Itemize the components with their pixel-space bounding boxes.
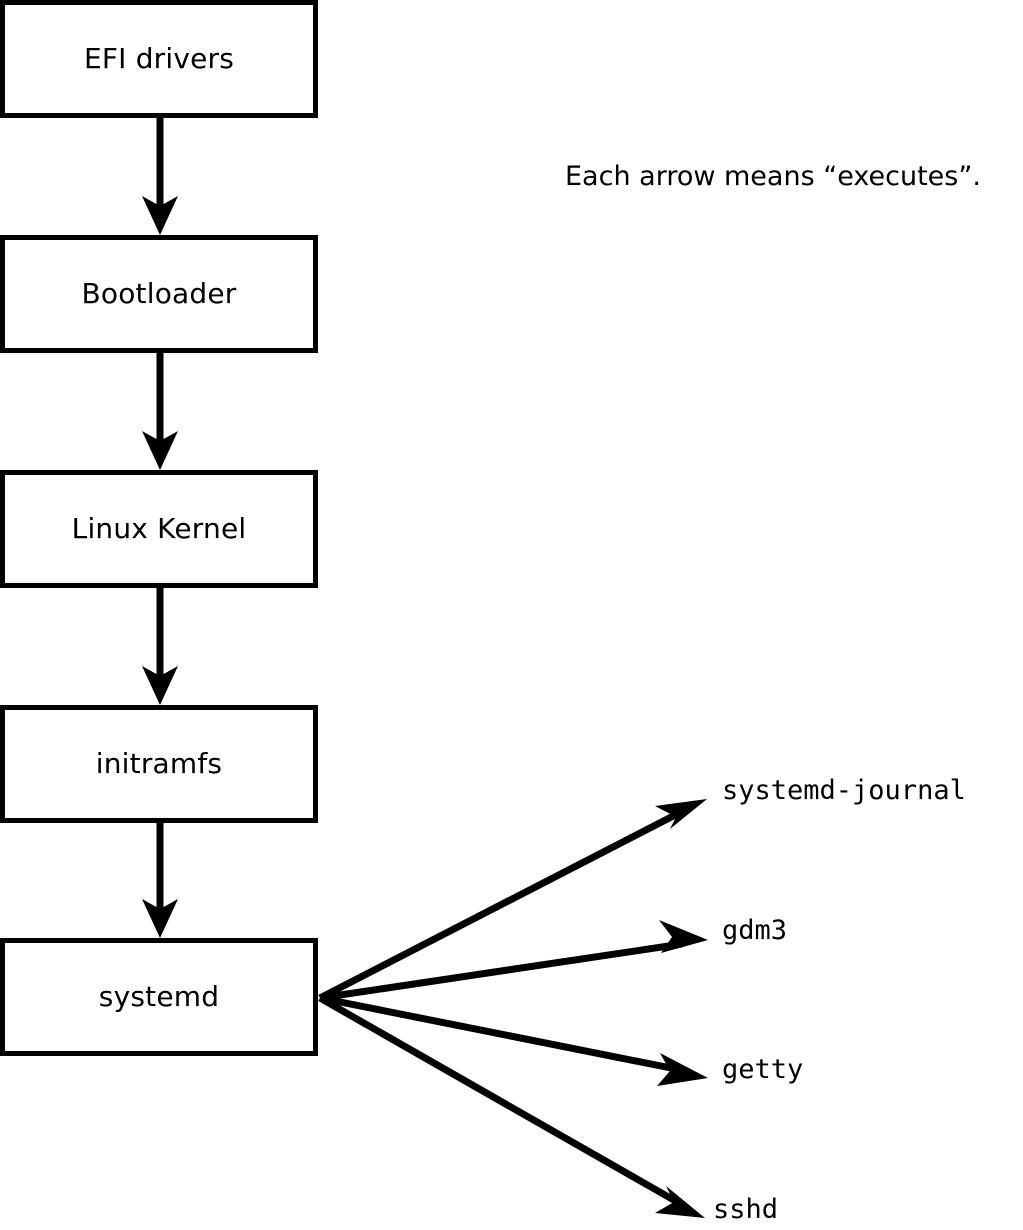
service-label-systemd-journal: systemd-journal (722, 775, 966, 806)
service-label-getty: getty (722, 1054, 804, 1085)
service-label-gdm3: gdm3 (722, 915, 788, 946)
process-box-bootloader: Bootloader (0, 235, 318, 353)
service-arrow-systemd-to-systemd-journal (318, 799, 707, 1002)
process-box-label: systemd (98, 980, 220, 1013)
process-box-label: EFI drivers (83, 42, 235, 75)
chain-arrow-linux-kernel-to-initramfs (142, 588, 178, 705)
service-arrow-systemd-to-getty (319, 994, 708, 1086)
process-box-systemd: systemd (0, 938, 318, 1056)
process-box-initramfs: initramfs (0, 705, 318, 823)
chain-arrow-bootloader-to-linux-kernel (142, 353, 178, 470)
service-arrow-systemd-to-sshd (318, 994, 705, 1218)
service-label-sshd: sshd (713, 1194, 779, 1225)
process-box-label: Linux Kernel (71, 512, 247, 545)
service-arrow-systemd-to-gdm3 (319, 920, 708, 1002)
process-box-linux-kernel: Linux Kernel (0, 470, 318, 588)
chain-arrow-efi-drivers-to-bootloader (142, 118, 178, 235)
legend-note: Each arrow means “executes”. (565, 161, 981, 192)
chain-arrow-initramfs-to-systemd (142, 823, 178, 938)
process-box-label: initramfs (95, 747, 223, 780)
process-box-label: Bootloader (81, 277, 237, 310)
process-box-efi-drivers: EFI drivers (0, 0, 318, 118)
